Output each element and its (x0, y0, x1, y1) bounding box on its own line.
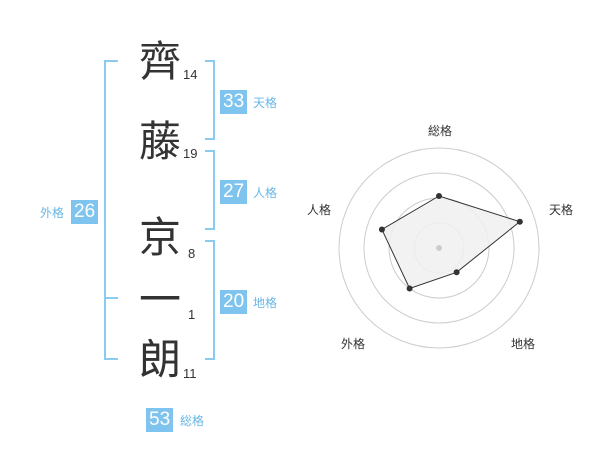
name-char-4: 一 (138, 275, 181, 324)
stroke-count-3: 8 (188, 246, 196, 261)
chikaku-bracket (205, 240, 215, 360)
radar-label-tenkaku: 天格 (549, 203, 574, 217)
name-char-2: 藤 (138, 117, 181, 166)
soukaku-label: 総格 (180, 414, 205, 428)
jinkaku-bracket (205, 150, 215, 230)
chikaku-label: 地格 (253, 296, 278, 310)
tenkaku-label: 天格 (253, 96, 278, 110)
stroke-count-5: 11 (183, 366, 197, 381)
stroke-count-1: 14 (183, 67, 198, 82)
name-char-5: 朗 (138, 335, 181, 384)
tenkaku-bracket (205, 60, 215, 140)
gaikaku-bracket-upper (104, 60, 118, 299)
jinkaku-value: 27 (220, 180, 248, 204)
radar-point (453, 269, 460, 276)
radar-ring (413, 222, 465, 274)
jinkaku-label: 人格 (253, 186, 278, 200)
radar-center-dot (436, 245, 442, 251)
name-char-1: 齊 (138, 37, 181, 86)
radar-point (436, 193, 442, 199)
radar-ring (388, 197, 490, 299)
soukaku-value: 53 (146, 408, 174, 432)
gaikaku-bracket-lower (104, 297, 118, 360)
radar-point (516, 218, 523, 225)
gaikaku-value: 26 (71, 200, 99, 224)
radar-label-jinkaku: 人格 (307, 203, 332, 217)
chikaku-value: 20 (220, 290, 248, 314)
radar-label-gaikaku: 外格 (341, 337, 366, 351)
radar-ring (363, 172, 515, 324)
radar-point (406, 285, 413, 292)
radar-polygon (381, 195, 521, 290)
radar-label-chikaku: 地格 (511, 337, 536, 351)
stroke-count-4: 1 (188, 307, 196, 322)
radar-point (378, 226, 385, 233)
stroke-count-2: 19 (183, 146, 198, 161)
tenkaku-value: 33 (220, 90, 248, 114)
radar-ring (338, 147, 540, 349)
gaikaku-label: 外格 (40, 206, 65, 220)
radar-label-soukaku: 総格 (428, 124, 453, 138)
name-char-3: 京 (138, 213, 181, 262)
